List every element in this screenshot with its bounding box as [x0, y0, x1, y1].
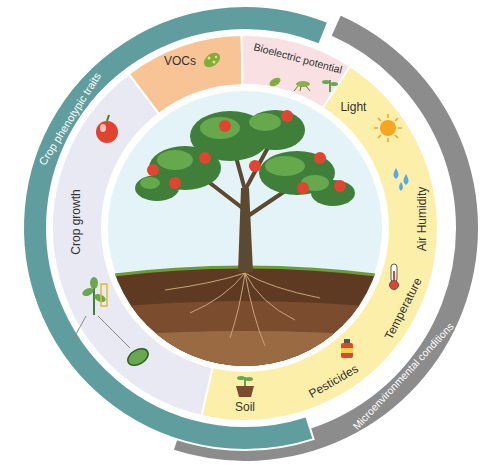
tree-illustration — [165, 273, 320, 346]
tree-illustration — [165, 273, 245, 290]
tree-illustration — [259, 151, 335, 195]
soil-pot-icon — [237, 376, 245, 380]
plant-icon — [93, 292, 107, 303]
thermometer-icon — [391, 264, 397, 282]
sun-icon — [380, 120, 396, 136]
leaf-icon — [125, 345, 151, 368]
factor-label: Soil — [235, 401, 255, 415]
sun-icon — [395, 118, 398, 121]
tree-illustration — [190, 273, 245, 313]
tree-illustration — [105, 267, 385, 368]
sun-icon — [387, 114, 389, 118]
plant-icon — [81, 277, 107, 315]
sun-icon — [378, 135, 381, 138]
tree-illustration — [105, 90, 385, 368]
tree-illustration — [147, 110, 346, 194]
tree-illustration — [249, 113, 281, 131]
tree-illustration — [249, 160, 261, 172]
bioelectric-icons — [268, 76, 282, 88]
sector-label: Bioelectric potential — [252, 40, 343, 75]
voc-icon — [208, 57, 211, 60]
tree-illustration — [238, 188, 253, 272]
apple-icon — [96, 121, 118, 143]
tree-illustration — [147, 164, 159, 176]
apple-icon — [107, 115, 109, 121]
sun-icon — [398, 127, 402, 129]
voc-icon — [201, 50, 223, 70]
tree-illustration — [230, 273, 245, 338]
tree-illustration — [105, 331, 385, 368]
sun-icon — [387, 138, 389, 142]
tree-illustration — [245, 273, 295, 320]
factor-label: Air Humidity — [416, 186, 430, 251]
tree-illustration — [281, 110, 293, 122]
ring-segments — [23, 6, 479, 462]
tree-illustration — [245, 110, 305, 150]
band-label: Crop phenotypic traits — [36, 70, 103, 167]
tree-illustration — [265, 156, 305, 176]
factor-label: Pesticides — [307, 362, 361, 401]
tree-illustration — [169, 177, 181, 189]
water-drops-icon — [394, 168, 399, 179]
pesticide-icon — [341, 348, 353, 353]
voc-icon — [213, 61, 216, 64]
soil-pot-icon — [245, 377, 253, 381]
plant-icon — [101, 284, 107, 306]
tree-illustration — [219, 120, 231, 132]
sun-icon — [378, 118, 381, 121]
water-drops-icon — [404, 174, 409, 185]
pesticide-icon — [344, 339, 350, 343]
voc-icon — [215, 56, 217, 58]
voc-icon — [201, 50, 223, 70]
water-drops-icon — [399, 182, 403, 191]
tree-illustration — [135, 110, 355, 206]
factor-label: Temperature — [382, 276, 425, 342]
tree-illustration — [334, 180, 346, 192]
tree-illustration — [297, 182, 309, 194]
bioelectric-icons — [268, 76, 338, 92]
leader-line — [70, 316, 86, 345]
bioelectric-icons — [322, 80, 330, 84]
pesticide-icon — [341, 343, 353, 358]
apple-icon — [96, 115, 118, 143]
tree-illustration — [199, 152, 211, 164]
band-label: Microenvironmental conditions — [350, 320, 456, 432]
bioelectric-icons — [294, 86, 310, 91]
leaf-icon — [125, 345, 151, 368]
tree-illustration — [245, 273, 320, 298]
tree-illustration — [105, 267, 385, 368]
thermometer-icon — [390, 264, 399, 290]
soil-pot-icon — [236, 376, 254, 397]
sun-icon — [395, 135, 398, 138]
soil-pot-icon — [236, 386, 254, 397]
leader-line — [98, 316, 130, 348]
apple-icon — [100, 124, 106, 132]
thermometer-icon — [390, 281, 399, 290]
tree-illustration — [157, 150, 193, 170]
tree-illustration — [140, 177, 160, 189]
factor-label: Light — [340, 101, 366, 115]
tree-illustration — [140, 113, 329, 191]
tree-illustration — [105, 301, 385, 368]
tree-illustration — [245, 273, 265, 346]
sun-icon — [374, 127, 378, 129]
tree-illustration — [200, 117, 240, 139]
pesticide-icon — [341, 339, 353, 358]
plant-icon — [90, 277, 98, 289]
water-drops-icon — [394, 168, 409, 191]
bioelectric-icons — [330, 82, 338, 86]
sector-label: Crop growth — [70, 189, 84, 254]
tree-illustration — [314, 152, 326, 164]
sector-label: VOCs — [164, 55, 196, 69]
sun-icon — [374, 114, 402, 142]
